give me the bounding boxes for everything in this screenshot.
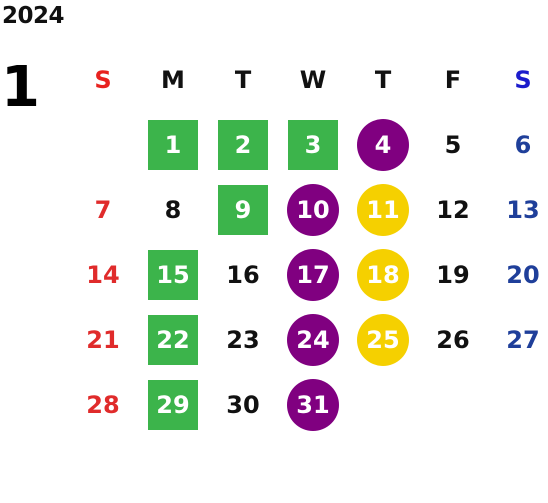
weekday-header-sun: S [94,66,112,94]
day-cell-22: 22 [138,307,208,372]
day-number: 21 [86,325,120,354]
purple-circle-marker [357,118,409,171]
green-square-marker [288,119,338,170]
purple-circle-marker [287,313,339,366]
day-number: 12 [436,195,470,224]
day-cell-31: 31 [278,372,348,437]
day-cell-26: 26 [418,307,488,372]
day-number: 24 [296,325,330,354]
day-cell-24: 24 [278,307,348,372]
day-cell-19: 19 [418,242,488,307]
weekday-header-thu: T [374,66,392,94]
month-number: 1 [1,55,40,120]
day-cell-12: 12 [418,177,488,242]
day-cell-3: 3 [278,112,348,177]
day-cell-14: 14 [68,242,138,307]
day-cell-9: 9 [208,177,278,242]
day-cell-13: 13 [488,177,548,242]
day-number: 16 [226,260,260,289]
weekday-header-wed: W [299,66,327,94]
day-cell-16: 16 [208,242,278,307]
day-number: 22 [156,325,190,354]
year-label: 2024 [2,3,65,29]
yellow-circle-marker [357,183,409,236]
yellow-circle-marker [357,313,409,366]
day-number: 17 [296,260,330,289]
day-number: 13 [506,195,540,224]
day-number: 9 [234,195,252,224]
weekday-header-sat: S [514,66,532,94]
empty-day-cell [348,372,418,437]
day-number: 19 [436,260,470,289]
day-number: 23 [226,325,260,354]
weekday-header-mon: M [161,66,185,94]
day-number: 3 [304,130,322,159]
day-cell-6: 6 [488,112,548,177]
day-cell-15: 15 [138,242,208,307]
green-square-marker [218,119,268,170]
day-number: 28 [86,390,120,419]
green-square-marker [148,249,198,300]
day-number: 26 [436,325,470,354]
day-cell-29: 29 [138,372,208,437]
day-cell-17: 17 [278,242,348,307]
day-number: 27 [506,325,540,354]
green-square-marker [148,314,198,365]
day-cell-5: 5 [418,112,488,177]
day-cell-20: 20 [488,242,548,307]
green-square-marker [148,379,198,430]
day-number: 7 [94,195,112,224]
empty-day-cell [418,372,488,437]
day-cell-10: 10 [278,177,348,242]
purple-circle-marker [287,183,339,236]
day-cell-7: 7 [68,177,138,242]
day-number: 1 [164,130,182,159]
empty-day-cell [488,372,548,437]
day-number: 15 [156,260,190,289]
day-cell-27: 27 [488,307,548,372]
purple-circle-marker [287,378,339,431]
day-cell-2: 2 [208,112,278,177]
empty-day-cell [68,112,138,177]
day-cell-23: 23 [208,307,278,372]
yellow-circle-marker [357,248,409,301]
day-number: 10 [296,195,330,224]
day-number: 8 [164,195,182,224]
day-number: 20 [506,260,540,289]
day-cell-8: 8 [138,177,208,242]
day-number: 30 [226,390,260,419]
day-number: 18 [366,260,400,289]
day-cell-21: 21 [68,307,138,372]
day-number: 14 [86,260,120,289]
day-number: 25 [366,325,400,354]
day-number: 31 [296,390,330,419]
day-cell-30: 30 [208,372,278,437]
day-number: 2 [234,130,252,159]
weekday-header-fri: F [444,66,462,94]
weekday-header-tue: T [234,66,252,94]
day-cell-4: 4 [348,112,418,177]
day-cell-25: 25 [348,307,418,372]
day-cell-1: 1 [138,112,208,177]
day-number: 11 [366,195,400,224]
day-number: 5 [444,130,462,159]
day-cell-11: 11 [348,177,418,242]
day-cell-18: 18 [348,242,418,307]
day-number: 29 [156,390,190,419]
day-cell-28: 28 [68,372,138,437]
green-square-marker [148,119,198,170]
day-number: 6 [514,130,532,159]
purple-circle-marker [287,248,339,301]
day-number: 4 [374,130,392,159]
green-square-marker [218,184,268,235]
